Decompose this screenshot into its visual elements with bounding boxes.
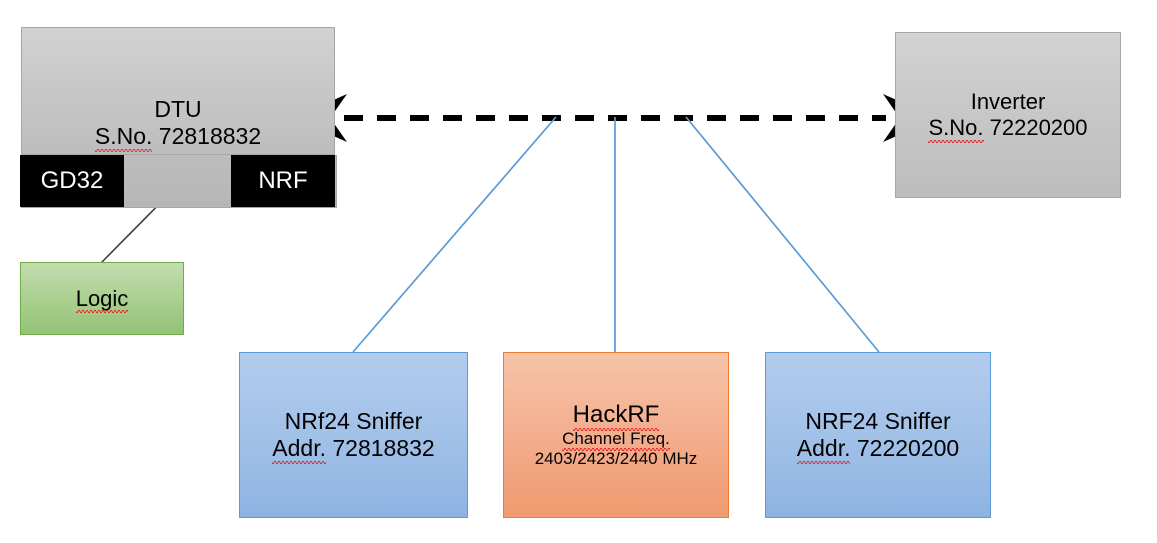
sniffer-right-title-text: NRF24 Sniffer: [805, 407, 951, 434]
node-chip-gd32[interactable]: GD32: [20, 155, 124, 207]
node-logic[interactable]: Logic: [20, 262, 184, 335]
chip-gd32-label: GD32: [40, 167, 104, 194]
node-inverter[interactable]: Inverter S.No. 72220200: [895, 32, 1121, 198]
chip-nrf-label: NRF: [258, 167, 308, 194]
sniffer-right-title: NRF24 Sniffer: [805, 408, 950, 435]
node-hackrf[interactable]: HackRF Channel Freq. 2403/2423/2440 MHz: [503, 352, 729, 518]
hackrf-title: HackRF: [572, 400, 660, 432]
inverter-title: Inverter: [970, 89, 1046, 115]
sniffer-left-addr-prefix: Addr.: [272, 435, 326, 465]
dtu-serial-value: 72818832: [158, 122, 262, 149]
dtu-serial-prefix: S.No.: [94, 122, 153, 153]
inverter-serial-value: 72220200: [989, 115, 1088, 140]
sniffer-right-addr: Addr. 72220200: [796, 435, 960, 465]
sniffer-left-addr-value: 72818832: [332, 435, 435, 461]
hackrf-title-text: HackRF: [572, 400, 660, 432]
hackrf-channel-label: Channel Freq.: [562, 429, 670, 452]
sniffer-left-addr: Addr. 72818832: [272, 435, 435, 465]
dtu-title: DTU: [154, 95, 202, 122]
inverter-serial-prefix: S.No.: [928, 115, 984, 143]
logic-label: Logic: [75, 285, 129, 314]
node-dtu[interactable]: DTU S.No. 72818832: [21, 27, 335, 155]
hackrf-frequencies: 2403/2423/2440 MHz: [534, 449, 698, 469]
sniffer-right-addr-prefix: Addr.: [796, 435, 851, 465]
hackrf-channel-label-text: Channel Freq.: [562, 429, 670, 452]
edge-sniffer-right-tap: [685, 116, 880, 353]
node-chip-nrf[interactable]: NRF: [231, 155, 335, 207]
sniffer-right-addr-value: 72220200: [856, 435, 960, 461]
node-sniffer-right[interactable]: NRF24 Sniffer Addr. 72220200: [765, 352, 991, 518]
node-sniffer-left[interactable]: NRf24 Sniffer Addr. 72818832: [239, 352, 468, 518]
sniffer-left-title: NRf24 Sniffer: [285, 408, 423, 435]
inverter-serial: S.No. 72220200: [928, 115, 1088, 143]
dtu-serial: S.No. 72818832: [94, 122, 262, 153]
sniffer-left-title-text: NRf24 Sniffer: [284, 407, 423, 434]
edge-sniffer-left-tap: [352, 116, 557, 353]
